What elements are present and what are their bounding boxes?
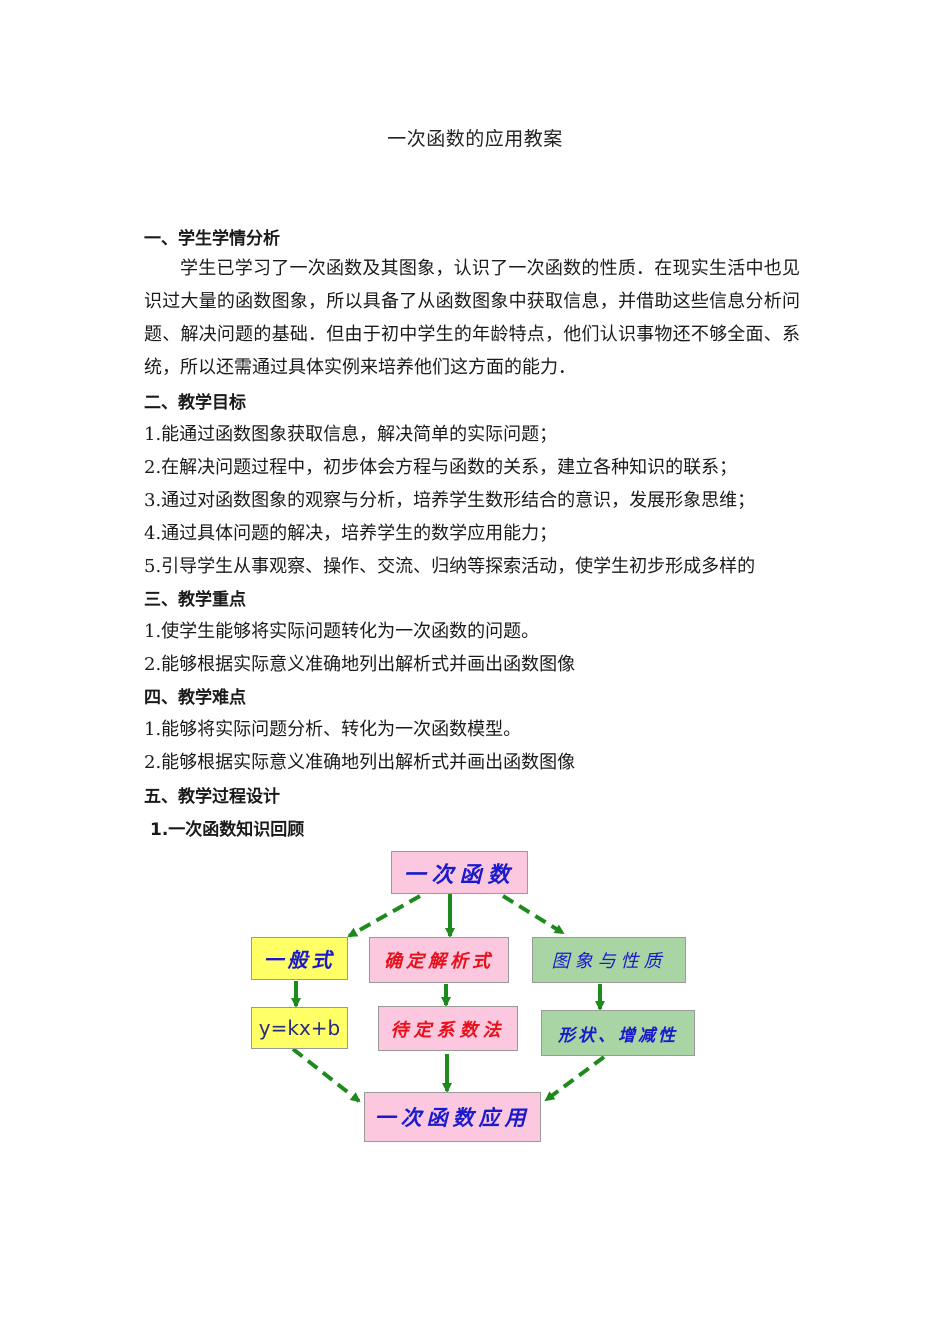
diagram-node-root: 一次函数 — [391, 851, 528, 894]
key-point-item: 2.能够根据实际意义准确地列出解析式并画出函数图像 — [144, 654, 576, 675]
analysis-paragraph: 学生已学习了一次函数及其图象，认识了一次函数的性质．在现实生活中也见识过大量的函… — [144, 258, 800, 378]
objective-item: 4.通过具体问题的解决，培养学生的数学应用能力； — [144, 523, 558, 544]
objective-item: 1.能通过函数图象获取信息，解决简单的实际问题； — [144, 424, 558, 445]
diagram-node-formula: y=kx+b — [251, 1007, 348, 1049]
difficulty-item: 1.能够将实际问题分析、转化为一次函数模型。 — [144, 719, 522, 740]
section-heading-objectives: 二、教学目标 — [144, 393, 246, 413]
diagram-node-graph-properties: 图象与性质 — [532, 937, 686, 983]
difficulty-item: 2.能够根据实际意义准确地列出解析式并画出函数图像 — [144, 752, 576, 773]
objective-item: 2.在解决问题过程中，初步体会方程与函数的关系，建立各种知识的联系； — [144, 457, 738, 478]
section-heading-analysis: 一、学生学情分析 — [144, 229, 280, 249]
section-heading-key-points: 三、教学重点 — [144, 590, 246, 610]
key-point-item: 1.使学生能够将实际问题转化为一次函数的问题。 — [144, 621, 540, 642]
section-heading-process: 五、教学过程设计 — [144, 787, 280, 807]
subheading-review: 1.一次函数知识回顾 — [150, 820, 305, 840]
diagram-node-determine-expression: 确定解析式 — [369, 937, 509, 983]
objective-item: 5.引导学生从事观察、操作、交流、归纳等探索活动，使学生初步形成多样的 — [144, 556, 756, 577]
diagram-node-application: 一次函数应用 — [364, 1092, 541, 1142]
diagram-node-shape-monotonicity: 形状、增减性 — [541, 1010, 695, 1056]
diagram-node-undetermined-coefficients: 待定系数法 — [378, 1006, 518, 1051]
section-heading-difficulties: 四、教学难点 — [144, 688, 246, 708]
diagram-node-general-form: 一般式 — [251, 937, 348, 980]
objective-item: 3.通过对函数图象的观察与分析，培养学生数形结合的意识，发展形象思维； — [144, 490, 756, 511]
document-title: 一次函数的应用教案 — [387, 128, 563, 150]
